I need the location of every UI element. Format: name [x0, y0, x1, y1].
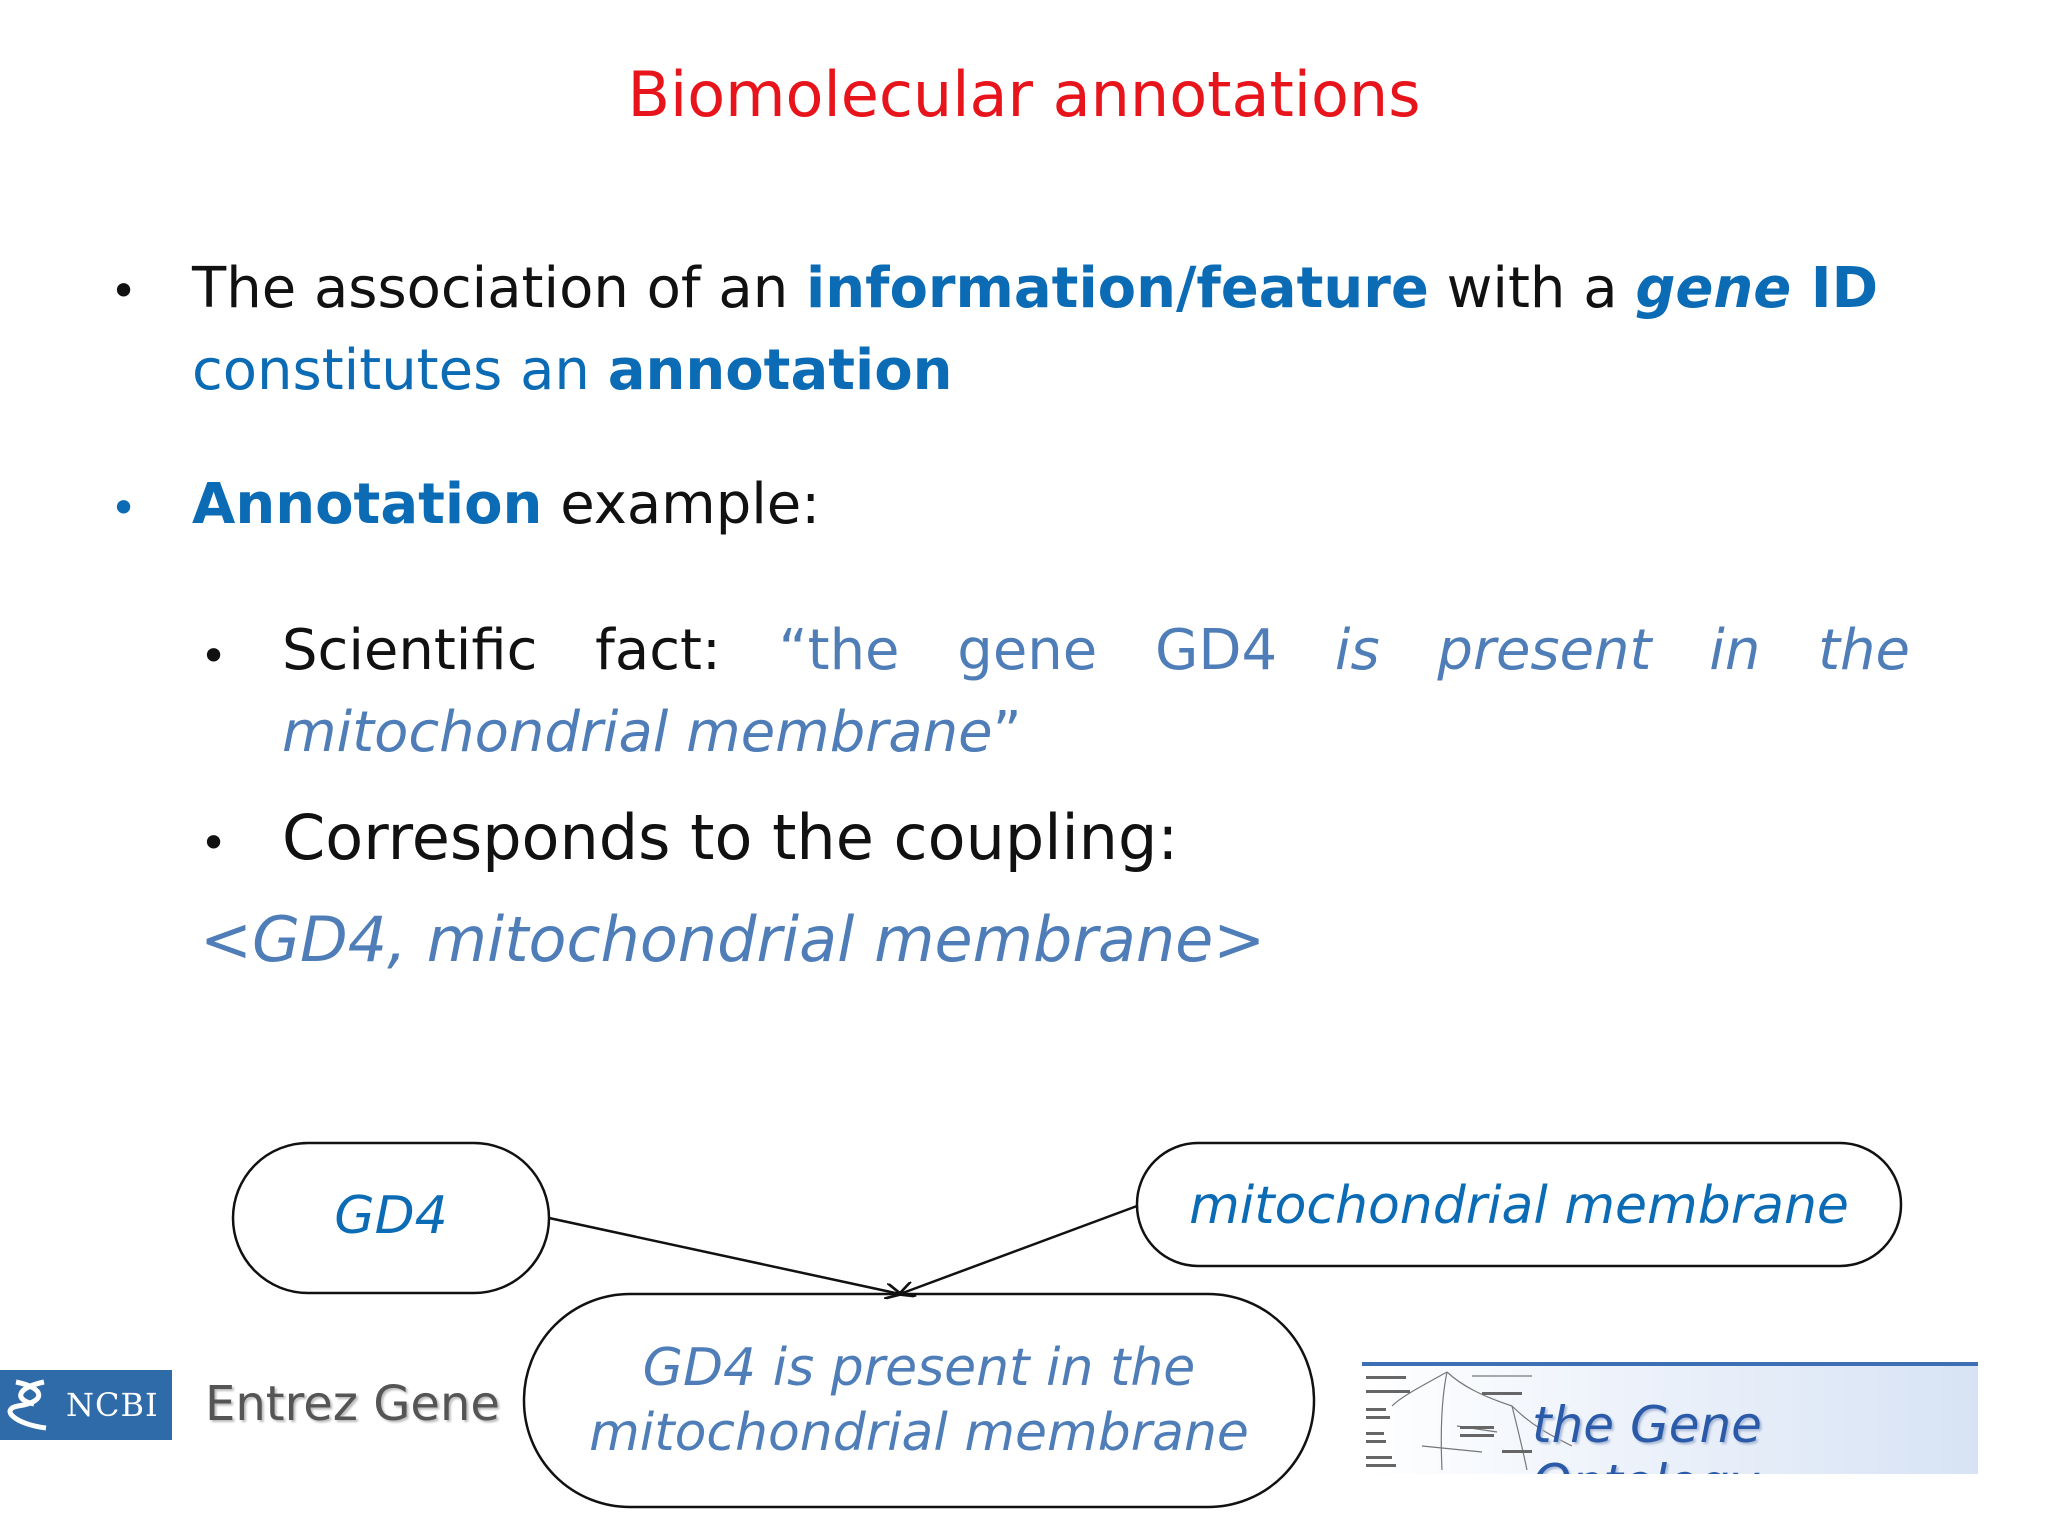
node-annotation-shape: [522, 1292, 1316, 1509]
slide-title: Biomolecular annotations: [627, 58, 1421, 131]
text-segment: with a: [1428, 256, 1636, 321]
ncbi-logo-text: NCBI: [66, 1386, 159, 1424]
node-annotation-label: GD4 is present in the mitochondrial memb…: [524, 1336, 1314, 1466]
text-segment: Scientific fact:: [282, 618, 779, 683]
ncbi-logo: NCBI: [0, 1370, 172, 1440]
quote-start: “the gene GD4: [778, 618, 1335, 683]
node-annotation-line: GD4 is present in the: [642, 1338, 1196, 1398]
coupling-tuple: <GD4, mitochondrial membrane>: [200, 903, 1266, 976]
node-annotation-line: mitochondrial membrane: [589, 1403, 1249, 1463]
node-feature-label: mitochondrial membrane: [1189, 1176, 1849, 1236]
ncbi-helix-icon: [7, 1379, 47, 1431]
sub-bullet-dot: •: [200, 629, 228, 683]
node-feature-shape: [1135, 1141, 1903, 1268]
quote-end: ”: [992, 700, 1022, 765]
bullet-dot: •: [110, 481, 138, 535]
edge-feature-to-annotation: [900, 1204, 1138, 1294]
emphasis-id: ID: [1791, 256, 1879, 321]
emphasis-information-feature: information/feature: [806, 256, 1429, 321]
bullet-association: The association of an information/featur…: [192, 248, 1910, 412]
sub-bullet-dot: •: [200, 816, 228, 870]
text-segment: Corresponds to the coupling:: [282, 801, 1179, 874]
sub-bullet-scientific-fact: Scientific fact: “the gene GD4 is presen…: [282, 610, 1910, 774]
sub-bullet-coupling: Corresponds to the coupling:: [282, 797, 1910, 879]
text-segment: constitutes an: [192, 338, 608, 403]
gene-ontology-logo-text: the Gene Ontology: [1532, 1396, 1762, 1474]
emphasis-gene: gene: [1635, 256, 1792, 321]
bullet-annotation-example: Annotation example:: [192, 464, 1910, 546]
bullet-dot: •: [110, 264, 138, 318]
node-gene-label: GD4: [334, 1186, 448, 1246]
text-segment: example:: [542, 472, 821, 537]
text-segment: The association of an: [192, 256, 807, 321]
entrez-gene-logo: Entrez Gene: [205, 1376, 500, 1432]
quote-italic: is present in the mitochondrial membrane: [282, 618, 1910, 765]
ontology-graph-icon: [1366, 1371, 1573, 1471]
edge-gene-to-annotation: [548, 1216, 900, 1294]
gene-ontology-logo: the Gene Ontology: [1362, 1362, 1978, 1474]
emphasis-annotation-label: Annotation: [192, 472, 543, 537]
emphasis-annotation: annotation: [607, 338, 953, 403]
